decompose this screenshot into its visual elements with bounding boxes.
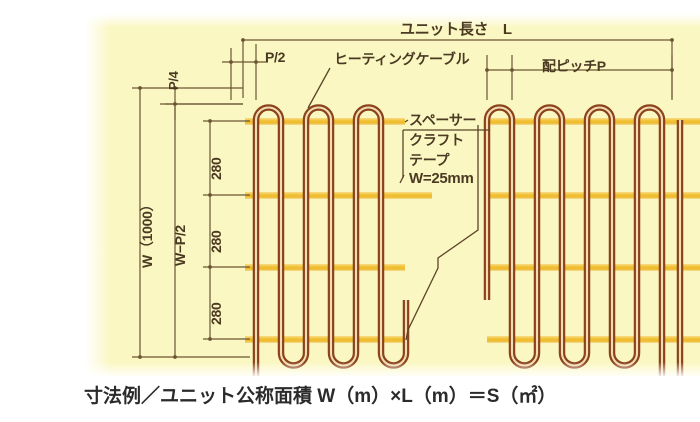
leader-spacer-a	[404, 119, 409, 123]
label-spacer-line4: W=25mm	[409, 170, 474, 187]
leader-spacer-zigzag	[405, 125, 479, 341]
label-segment-3: 280	[208, 302, 224, 325]
label-segment-1: 280	[208, 157, 224, 180]
spacer-tape	[245, 336, 405, 343]
dimension-ticks	[138, 38, 674, 359]
spacer-tape	[245, 264, 405, 271]
spacer-tape	[245, 192, 432, 199]
label-heating-cable: ヒーティングケーブル	[334, 51, 470, 67]
label-width-effective: W−P/2	[172, 225, 188, 266]
leader-heating-cable	[307, 67, 331, 109]
label-pitch: 配ピッチP	[542, 58, 606, 74]
spacer-tape	[487, 192, 700, 199]
spacer-tape	[487, 336, 700, 343]
heating-cable-right-core	[485, 106, 664, 376]
diagram-caption: 寸法例／ユニット公称面積 W（m）×L（m）＝S（㎡）	[84, 386, 557, 407]
label-spacer-line2: クラフト	[409, 132, 464, 148]
leader-lines	[307, 67, 479, 341]
spacer-tape	[245, 118, 405, 125]
label-width-total: W（1000）	[139, 197, 155, 268]
label-half-pitch: P/2	[265, 49, 286, 65]
label-unit-length: ユニット長さ L	[400, 21, 512, 38]
label-segment-2: 280	[208, 230, 224, 253]
label-spacer-line1: スペーサー	[409, 112, 477, 128]
spacer-tape-group	[245, 118, 700, 343]
spacer-tape	[487, 118, 700, 125]
spacer-tape	[487, 264, 700, 271]
heating-cable-right-loops	[483, 104, 666, 376]
label-spacer-line3: テープ	[409, 152, 450, 168]
label-quarter-pitch: P/4	[166, 71, 181, 90]
spacer-label-rules	[402, 129, 490, 178]
